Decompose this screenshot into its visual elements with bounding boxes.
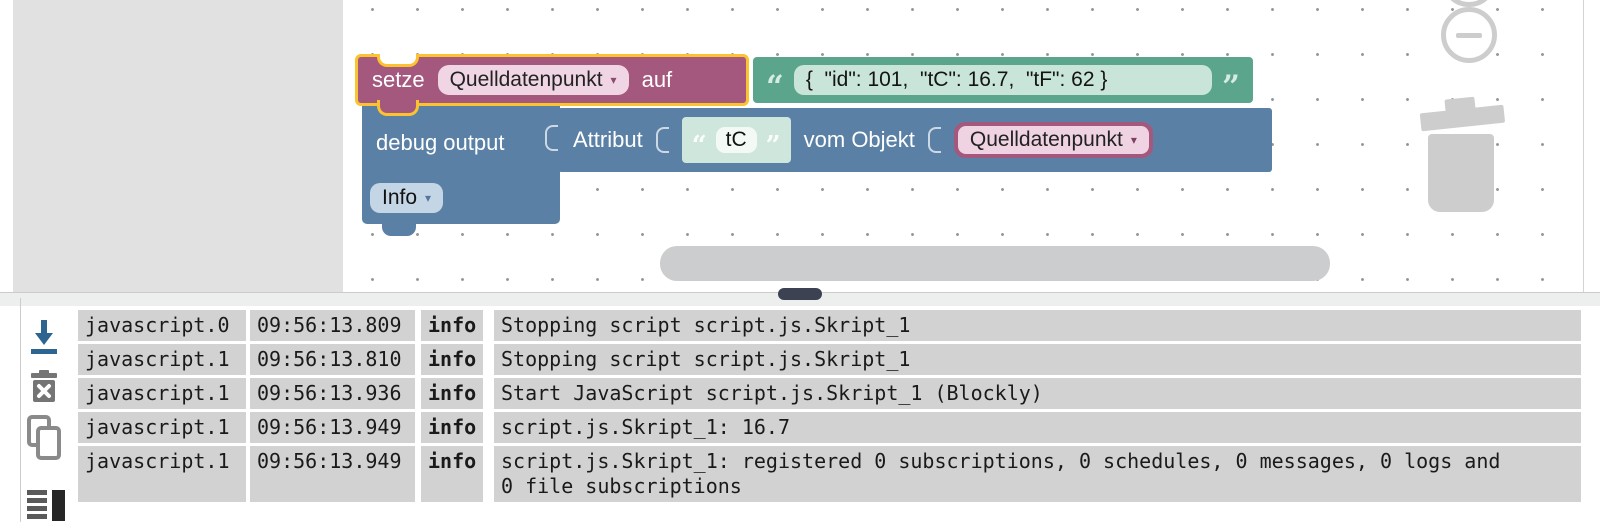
workspace-right-border <box>1583 0 1584 292</box>
log-source: javascript.1 <box>78 412 246 443</box>
log-source: javascript.0 <box>78 310 246 341</box>
horizontal-scrollbar[interactable] <box>660 246 1330 281</box>
log-source: javascript.1 <box>78 378 246 409</box>
open-quote-icon: “ <box>691 131 707 161</box>
log-message: script.js.Skript_1: 16.7 <box>494 412 1581 443</box>
log-table: javascript.0 09:56:13.809 info Stopping … <box>78 310 1581 502</box>
string-value-block[interactable]: “ { "id": 101, "tC": 16.7, "tF": 62 } ” <box>753 57 1253 103</box>
attribute-label: Attribut <box>573 127 643 152</box>
variable-dropdown[interactable]: Quelldatenpunkt ▾ <box>957 126 1149 154</box>
log-source: javascript.1 <box>78 344 246 375</box>
scroll-to-bottom-button[interactable] <box>28 318 60 363</box>
chevron-down-icon: ▾ <box>610 73 617 87</box>
string-value-text: { "id": 101, "tC": 16.7, "tF": 62 } <box>805 68 1108 91</box>
block-bottom-connector <box>382 224 416 236</box>
blockly-workspace[interactable]: setze Quelldatenpunkt ▾ auf “ { "id": 10… <box>0 0 1600 292</box>
log-message: Stopping script script.js.Skript_1 <box>494 344 1581 375</box>
trash-icon[interactable] <box>1428 134 1494 212</box>
string-value-field[interactable]: { "id": 101, "tC": 16.7, "tF": 62 } <box>793 65 1213 95</box>
close-quote-icon: ” <box>1222 68 1240 105</box>
variable-dropdown[interactable]: Quelldatenpunkt ▾ <box>437 65 629 95</box>
get-attribute-block[interactable]: Attribut “ tC ” vom Objekt Quelldatenpun… <box>545 108 1272 172</box>
log-message: script.js.Skript_1: registered 0 subscri… <box>494 446 1581 502</box>
object-label: vom Objekt <box>803 127 915 152</box>
attribute-name-block[interactable]: “ tC ” <box>681 117 791 163</box>
log-time: 09:56:13.810 <box>250 344 415 375</box>
attribute-name-field[interactable]: tC <box>715 127 757 153</box>
list-lines-icon <box>27 490 47 522</box>
log-severity: info <box>421 344 483 375</box>
splitter-handle[interactable] <box>778 288 822 300</box>
filled-pane-icon <box>52 490 65 521</box>
log-level-dropdown[interactable]: Info ▾ <box>370 183 444 213</box>
log-row: javascript.0 09:56:13.809 info Stopping … <box>78 310 1581 341</box>
input-socket <box>545 125 558 151</box>
set-label: setze <box>372 67 425 92</box>
attribute-name-text: tC <box>725 128 747 151</box>
input-socket <box>655 127 669 153</box>
block-top-notch <box>377 54 419 67</box>
minus-icon <box>1456 32 1482 38</box>
log-row: javascript.1 09:56:13.949 info script.js… <box>78 446 1581 502</box>
log-layout-button[interactable] <box>27 490 65 522</box>
log-row: javascript.1 09:56:13.810 info Stopping … <box>78 344 1581 375</box>
log-severity: info <box>421 310 483 341</box>
variable-dropdown-value: Quelldatenpunkt <box>969 128 1123 151</box>
variable-dropdown-value: Quelldatenpunkt <box>449 68 603 91</box>
log-severity: info <box>421 412 483 443</box>
chevron-down-icon: ▾ <box>425 191 432 205</box>
log-source: javascript.1 <box>78 446 246 502</box>
log-severity: info <box>421 446 483 502</box>
log-time: 09:56:13.949 <box>250 446 415 502</box>
debug-output-block[interactable]: debug output Info ▾ <box>362 106 560 236</box>
variable-block[interactable]: Quelldatenpunkt ▾ <box>953 122 1153 158</box>
log-row: javascript.1 09:56:13.949 info script.js… <box>78 412 1581 443</box>
log-panel: javascript.0 09:56:13.809 info Stopping … <box>0 298 1600 522</box>
clear-log-button[interactable] <box>28 370 60 409</box>
log-toolbar-divider <box>20 298 21 522</box>
input-socket <box>927 127 941 153</box>
log-message: Stopping script script.js.Skript_1 <box>494 310 1581 341</box>
set-variable-block[interactable]: setze Quelldatenpunkt ▾ auf <box>355 54 749 116</box>
zoom-out-button[interactable] <box>1441 7 1497 63</box>
log-time: 09:56:13.809 <box>250 310 415 341</box>
log-row: javascript.1 09:56:13.936 info Start Jav… <box>78 378 1581 409</box>
chevron-down-icon: ▾ <box>1130 133 1137 147</box>
open-quote-icon: “ <box>766 68 784 105</box>
debug-label: debug output <box>376 130 505 155</box>
to-label: auf <box>641 67 673 92</box>
block-bottom-connector <box>377 100 419 116</box>
log-level-value: Info <box>382 186 418 209</box>
log-time: 09:56:13.949 <box>250 412 415 443</box>
log-time: 09:56:13.936 <box>250 378 415 409</box>
log-severity: info <box>421 378 483 409</box>
log-message: Start JavaScript script.js.Skript_1 (Blo… <box>494 378 1581 409</box>
toolbox-flyout-area <box>13 0 343 292</box>
close-quote-icon: ” <box>765 131 781 161</box>
copy-log-button[interactable] <box>26 414 62 467</box>
